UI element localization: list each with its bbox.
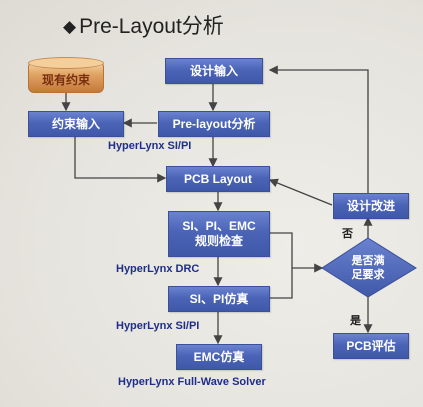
existing-constraints-node: 现有约束	[28, 57, 104, 93]
decision-line2: 足要求	[351, 269, 385, 281]
pre-layout-node: Pre-layout分析	[158, 111, 270, 137]
rules-check-line2: 规则检查	[194, 234, 243, 248]
page-title-text: Pre-Layout分析	[79, 15, 224, 38]
page-title: ◆Pre-Layout分析	[63, 10, 224, 40]
tool-label-drc: HyperLynx DRC	[116, 263, 200, 275]
decision-line1: 是否满	[351, 255, 385, 267]
branch-label-yes: 是	[350, 315, 361, 327]
si-pi-sim-node: SI、PI仿真	[168, 286, 270, 312]
pcb-layout-node: PCB Layout	[166, 166, 270, 192]
pcb-layout-label: PCB Layout	[183, 171, 252, 186]
design-input-label: 设计输入	[189, 63, 238, 78]
diamond-bullet-icon: ◆	[63, 17, 77, 36]
tool-label-si-pi-2: HyperLynx SI/PI	[116, 320, 200, 332]
rules-check-node: SI、PI、EMC 规则检查	[168, 211, 270, 257]
constraint-input-node: 约束输入	[28, 111, 124, 137]
design-input-node: 设计输入	[165, 58, 263, 84]
pcb-eval-label: PCB评估	[346, 338, 396, 353]
design-improve-node: 设计改进	[333, 193, 409, 219]
emc-sim-label: EMC仿真	[193, 349, 245, 364]
existing-constraints-label: 现有约束	[41, 72, 90, 87]
tool-label-si-pi-1: HyperLynx SI/PI	[108, 140, 192, 152]
si-pi-sim-label: SI、PI仿真	[189, 291, 249, 306]
pre-layout-label: Pre-layout分析	[172, 116, 256, 131]
decision-text: 是否满 足要求	[340, 254, 396, 282]
pcb-eval-node: PCB评估	[333, 333, 409, 359]
design-improve-label: 设计改进	[346, 198, 395, 213]
rules-check-line1: SI、PI、EMC	[182, 219, 256, 233]
tool-label-fullwave: HyperLynx Full-Wave Solver	[118, 376, 266, 388]
branch-label-no: 否	[342, 228, 353, 240]
constraint-input-label: 约束输入	[51, 116, 100, 131]
emc-sim-node: EMC仿真	[176, 344, 262, 370]
